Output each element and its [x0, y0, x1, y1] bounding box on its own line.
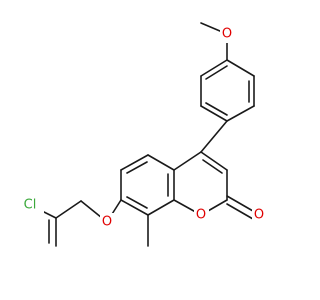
bond-c4-c3: [200, 151, 228, 171]
atom-label-o-methoxy: O: [222, 27, 232, 42]
bond-c4a-c5: [147, 154, 175, 171]
bond-ch2-ccl: [55, 200, 82, 219]
bond-c4-c3-inner: [202, 159, 223, 174]
bond-c2-carbonyl-b: [226, 203, 254, 220]
molecule-structure: Cl O O O O: [20, 22, 267, 247]
atom-methoxy-oxygen: O: [220, 26, 235, 43]
molecule-canvas: Cl O O O O: [20, 22, 267, 247]
atom-labels: Cl O O O O: [20, 26, 267, 232]
bond-aryl-c4: [200, 120, 228, 153]
atom-label-o-ring: O: [196, 208, 206, 223]
bond-anisole-4: [200, 105, 228, 122]
atom-chlorine: Cl: [20, 196, 44, 215]
bond-c7-c8-inner: [126, 196, 148, 209]
bond-c5-c6-inner: [126, 161, 148, 174]
atom-ring-oxygen: O: [194, 207, 209, 224]
bond-c5-c6: [120, 154, 149, 171]
bond-anisole-3: [226, 105, 255, 122]
bond-anisole-6: [200, 59, 228, 77]
bond-c4a-c4: [173, 151, 202, 171]
bond-c7-c8: [120, 199, 149, 216]
bond-c2-carbonyl-a: [226, 195, 254, 212]
atom-label-o-carbonyl: O: [254, 208, 264, 223]
bonds: [29, 22, 255, 247]
bond-c8-c8a: [147, 199, 175, 216]
atom-label-cl: Cl: [24, 198, 37, 213]
bond-anisole-1: [226, 59, 255, 77]
bond-anisole-inner-2: [205, 102, 228, 116]
atom-label-o-ether: O: [102, 215, 112, 230]
bond-anisole-inner-3: [205, 65, 228, 80]
atom-carbonyl-oxygen: O: [252, 206, 267, 224]
atom-ether-oxygen: O: [100, 213, 115, 232]
